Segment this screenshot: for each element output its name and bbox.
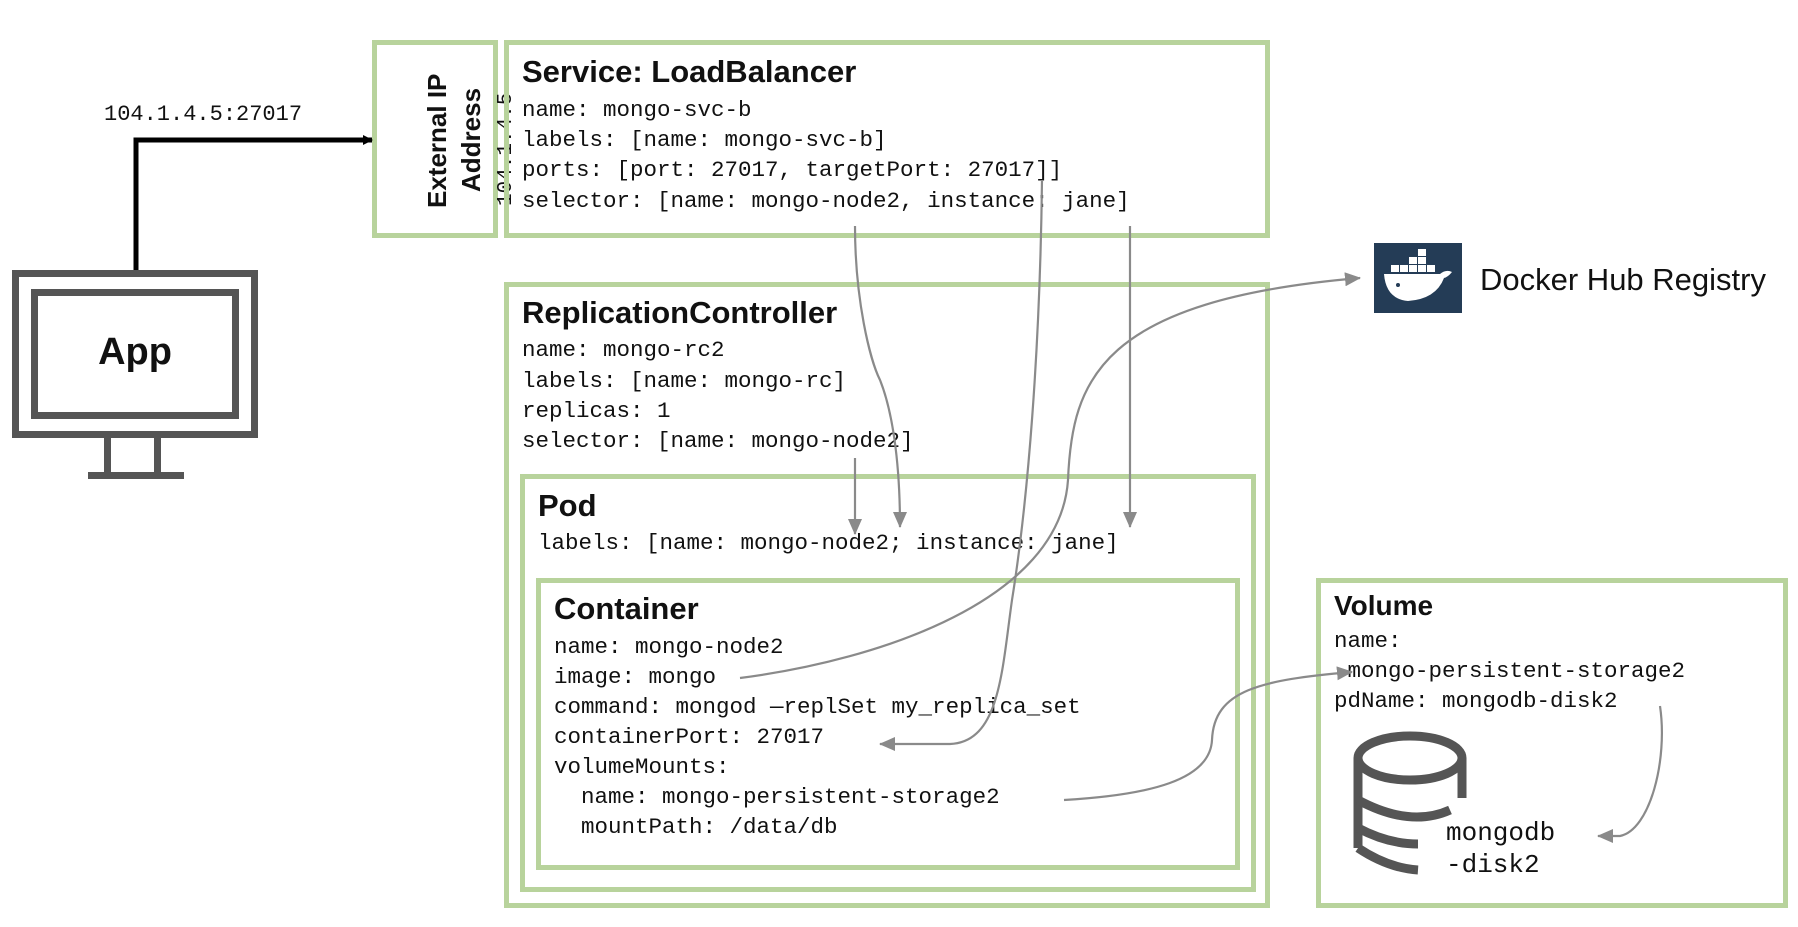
disk-label-line1: mongodb bbox=[1446, 818, 1556, 848]
container-box bbox=[536, 578, 1240, 870]
image-to-docker-arrow bbox=[739, 272, 1361, 680]
app-screen bbox=[31, 289, 239, 419]
database-icon bbox=[1353, 731, 1467, 875]
volume-mount-arrow bbox=[1063, 666, 1353, 802]
volume-name-key: name: bbox=[1334, 628, 1402, 654]
pod-box bbox=[520, 474, 1256, 892]
service-labels: labels: [name: mongo-svc-b] bbox=[522, 127, 887, 153]
container-mount-path: mountPath: /data/db bbox=[554, 814, 838, 840]
docker-icon-tile bbox=[1374, 243, 1462, 313]
rc-title: ReplicationController bbox=[522, 295, 838, 330]
container-mount-name: name: mongo-persistent-storage2 bbox=[554, 784, 1000, 810]
container-image: image: mongo bbox=[554, 664, 717, 690]
volume-pdname: pdName: mongodb-disk2 bbox=[1334, 688, 1618, 714]
service-name: name: mongo-svc-b bbox=[522, 97, 752, 123]
disk-label-line2: -disk2 bbox=[1446, 850, 1540, 880]
pdname-to-disk-arrow bbox=[1597, 705, 1663, 843]
app-label: App bbox=[98, 331, 172, 373]
container-command: command: mongod —replSet my_replica_set bbox=[554, 694, 1081, 720]
svc-selector-name-arrow bbox=[853, 225, 907, 528]
app-connection-label: 104.1.4.5:27017 bbox=[104, 102, 303, 127]
service-box bbox=[504, 40, 1270, 238]
replication-controller-box bbox=[504, 282, 1270, 908]
app-monitor: App bbox=[12, 270, 258, 438]
service-title: Service: LoadBalancer bbox=[522, 54, 857, 89]
container-name: name: mongo-node2 bbox=[554, 634, 784, 660]
container-volume-mounts: volumeMounts: bbox=[554, 754, 730, 780]
rc-name: name: mongo-rc2 bbox=[522, 337, 725, 363]
rc-labels: labels: [name: mongo-rc] bbox=[522, 368, 847, 394]
docker-hub-label: Docker Hub Registry bbox=[1480, 262, 1766, 297]
service-selector: selector: [name: mongo-node2, instance: … bbox=[522, 188, 1130, 214]
pod-labels: labels: [name: mongo-node2; instance: ja… bbox=[538, 530, 1119, 556]
service-ports: ports: [port: 27017, targetPort: 27017]] bbox=[522, 157, 1063, 183]
monitor-stand bbox=[88, 438, 184, 479]
pod-title: Pod bbox=[538, 488, 597, 523]
container-port: containerPort: 27017 bbox=[554, 724, 825, 750]
rc-replicas: replicas: 1 bbox=[522, 398, 671, 424]
container-title: Container bbox=[554, 591, 699, 626]
rc-selector: selector: [name: mongo-node2] bbox=[522, 428, 914, 454]
app-to-ip-arrow bbox=[133, 135, 373, 270]
external-ip-box bbox=[372, 40, 498, 238]
volume-box bbox=[1316, 578, 1788, 908]
docker-whale-icon bbox=[1384, 249, 1452, 301]
volume-title: Volume bbox=[1334, 590, 1434, 621]
target-port-arrow bbox=[879, 179, 1044, 751]
volume-name-value: mongo-persistent-storage2 bbox=[1334, 658, 1686, 684]
